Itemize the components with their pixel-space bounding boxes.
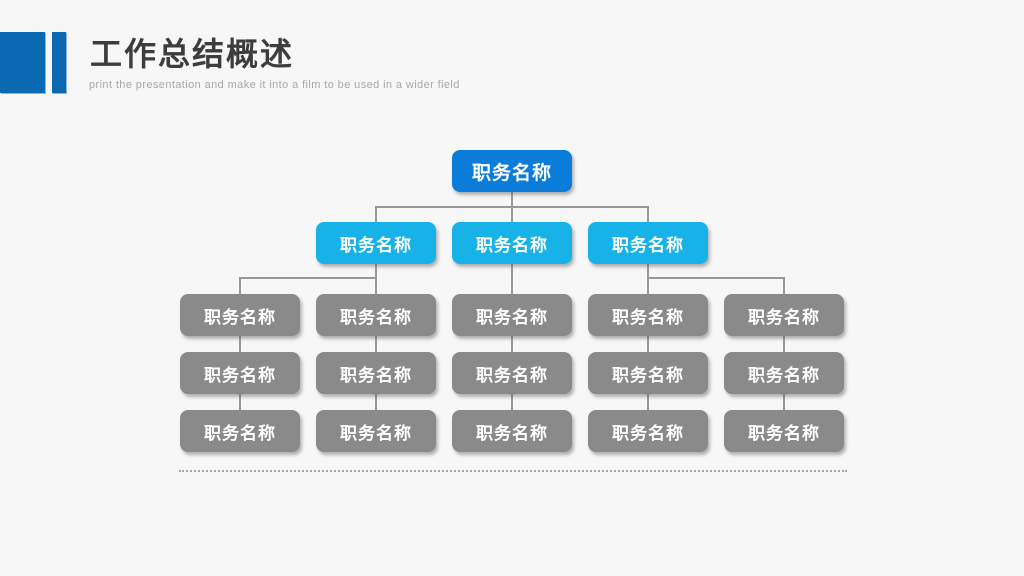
- connector-line: [239, 336, 241, 352]
- org-node-l2-1: 职务名称: [316, 222, 436, 264]
- org-node-l2-3: 职务名称: [588, 222, 708, 264]
- org-node-l3-c4-r3: 职务名称: [588, 410, 708, 452]
- page-title: 工作总结概述: [90, 36, 295, 72]
- org-node-label: 职务名称: [476, 235, 548, 255]
- org-node-label: 职务名称: [340, 235, 412, 255]
- org-node-l3-c2-r1: 职务名称: [316, 294, 436, 336]
- org-node-l3-c1-r1: 职务名称: [180, 294, 300, 336]
- connector-line: [511, 264, 513, 294]
- connector-line: [375, 206, 649, 208]
- org-node-label: 职务名称: [340, 423, 412, 443]
- connector-line: [511, 394, 513, 410]
- org-node-label: 职务名称: [748, 365, 820, 385]
- org-node-l3-c5-r3: 职务名称: [724, 410, 844, 452]
- org-node-label: 职务名称: [340, 307, 412, 327]
- connector-line: [511, 336, 513, 352]
- connector-line: [647, 206, 649, 222]
- connector-line: [375, 336, 377, 352]
- org-node-l3-c3-r1: 职务名称: [452, 294, 572, 336]
- org-node-label: 职务名称: [340, 365, 412, 385]
- connector-line: [647, 394, 649, 410]
- header-accent-bar: [52, 32, 66, 93]
- org-node-l3-c2-r3: 职务名称: [316, 410, 436, 452]
- org-node-l3-c4-r1: 职务名称: [588, 294, 708, 336]
- org-node-label: 职务名称: [612, 365, 684, 385]
- connector-line: [647, 277, 785, 279]
- page-subtitle: print the presentation and make it into …: [89, 79, 460, 91]
- org-node-l3-c2-r2: 职务名称: [316, 352, 436, 394]
- connector-line: [375, 264, 377, 294]
- connector-line: [239, 394, 241, 410]
- org-node-label: 职务名称: [471, 162, 552, 184]
- org-node-label: 职务名称: [204, 423, 276, 443]
- org-node-label: 职务名称: [476, 423, 548, 443]
- org-node-l3-c3-r3: 职务名称: [452, 410, 572, 452]
- connector-line: [783, 394, 785, 410]
- org-node-label: 职务名称: [476, 307, 548, 327]
- connector-line: [375, 206, 377, 222]
- org-node-l3-c1-r3: 职务名称: [180, 410, 300, 452]
- org-node-label: 职务名称: [612, 235, 684, 255]
- org-node-label: 职务名称: [748, 423, 820, 443]
- org-node-label: 职务名称: [476, 365, 548, 385]
- org-node-label: 职务名称: [612, 423, 684, 443]
- org-node-l3-c3-r2: 职务名称: [452, 352, 572, 394]
- org-node-l3-c1-r2: 职务名称: [180, 352, 300, 394]
- org-node-label: 职务名称: [748, 307, 820, 327]
- connector-line: [783, 336, 785, 352]
- org-node-l2-2: 职务名称: [452, 222, 572, 264]
- org-node-root: 职务名称: [452, 150, 572, 192]
- org-node-l3-c5-r1: 职务名称: [724, 294, 844, 336]
- connector-line: [239, 277, 241, 294]
- connector-line: [647, 264, 649, 294]
- connector-line: [783, 277, 785, 294]
- connector-line: [239, 277, 377, 279]
- dotted-divider: [179, 470, 847, 472]
- connector-line: [375, 394, 377, 410]
- org-node-label: 职务名称: [204, 365, 276, 385]
- header-accent-square: [0, 32, 45, 93]
- org-node-label: 职务名称: [204, 307, 276, 327]
- org-node-l3-c5-r2: 职务名称: [724, 352, 844, 394]
- org-node-l3-c4-r2: 职务名称: [588, 352, 708, 394]
- connector-line: [647, 336, 649, 352]
- org-node-label: 职务名称: [612, 307, 684, 327]
